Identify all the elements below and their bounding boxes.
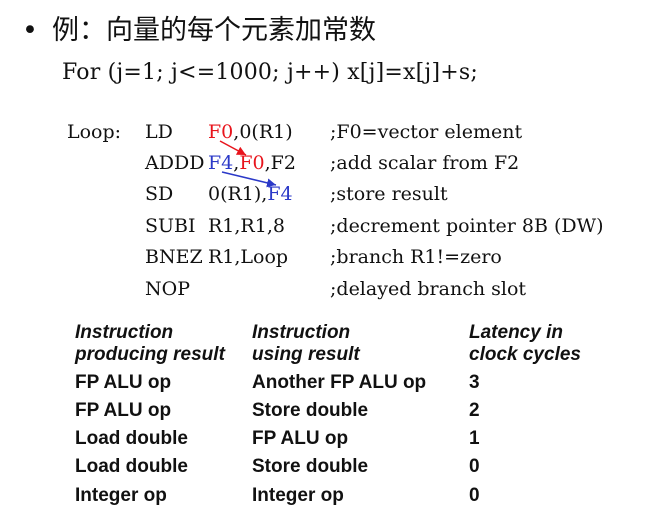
reg-f0-dest: F0 <box>208 121 234 143</box>
table-cell: 0 <box>469 456 480 477</box>
code-comment-2: ;store result <box>330 183 448 205</box>
table-cell: FP ALU op <box>252 428 349 449</box>
bullet-glyph: • <box>22 15 38 46</box>
code-op-3: SUBI <box>145 215 196 237</box>
table-cell: Integer op <box>252 485 344 506</box>
table-cell: FP ALU op <box>75 372 172 393</box>
table-cell: Store double <box>252 400 369 421</box>
code-op-2: SD <box>145 183 174 205</box>
table-cell: Load double <box>75 428 188 449</box>
code-operands-3: R1,R1,8 <box>208 215 285 237</box>
code-comment-4: ;branch R1!=zero <box>330 246 502 268</box>
code-operands-4: R1,Loop <box>208 246 289 268</box>
code-operands-1: F4,F0,F2 <box>208 152 296 174</box>
code-comment-0: ;F0=vector element <box>330 121 523 143</box>
code-comment-1: ;add scalar from F2 <box>330 152 520 174</box>
code-op-1: ADDD <box>145 152 205 174</box>
slide-title: • 例：向量的每个元素加常数 <box>22 8 376 47</box>
code-operands-2: 0(R1),F4 <box>208 183 293 205</box>
reg-f4-src: F4 <box>267 183 293 205</box>
loop-statement: For (j=1; j<=1000; j++) x[j]=x[j]+s; <box>62 60 478 85</box>
table-cell: Load double <box>75 456 188 477</box>
code-comment-5: ;delayed branch slot <box>330 278 527 300</box>
code-op-0: LD <box>145 121 173 143</box>
table-cell: 2 <box>469 400 480 421</box>
code-operands-0: F0,0(R1) <box>208 121 293 143</box>
reg-f4-dest: F4 <box>208 152 234 174</box>
title-text: 例：向量的每个元素加常数 <box>52 15 376 46</box>
code-label: Loop: <box>67 121 122 143</box>
table-cell: Another FP ALU op <box>252 372 427 393</box>
table-cell: FP ALU op <box>75 400 172 421</box>
reg-f0-src: F0 <box>239 152 265 174</box>
table-cell: 0 <box>469 485 480 506</box>
table-cell: Integer op <box>75 485 167 506</box>
code-comment-3: ;decrement pointer 8B (DW) <box>330 215 604 237</box>
table-cell: 1 <box>469 428 480 449</box>
code-op-4: BNEZ <box>145 246 203 268</box>
table-cell: Store double <box>252 456 369 477</box>
table-cell: 3 <box>469 372 480 393</box>
code-op-5: NOP <box>145 278 190 300</box>
